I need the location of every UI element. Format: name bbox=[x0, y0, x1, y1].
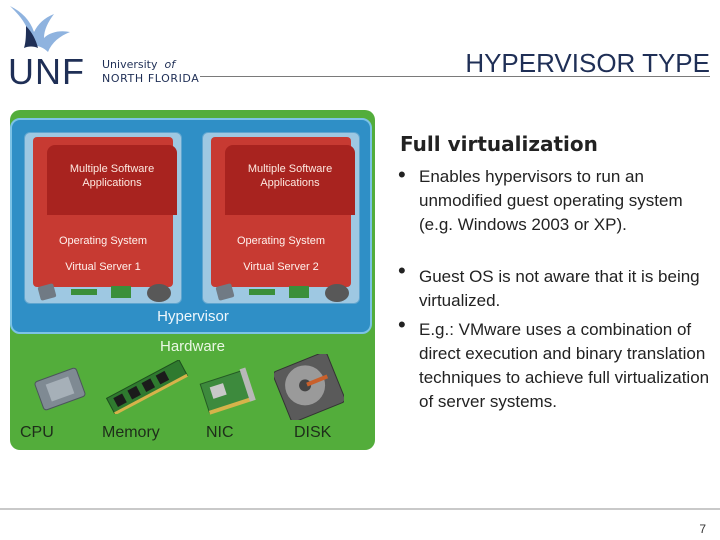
component-label-disk: DISK bbox=[294, 424, 332, 441]
component-label-memory: Memory bbox=[102, 424, 160, 441]
osprey-logo-icon bbox=[10, 6, 70, 52]
virtual-hardware-icons-2 bbox=[215, 283, 349, 302]
section-subheading: Full virtualization bbox=[400, 132, 598, 156]
component-label-nic: NIC bbox=[206, 424, 234, 441]
virtual-server-1-body: Multiple Software Applications bbox=[33, 137, 177, 287]
virtual-server-1-label: Virtual Server 1 bbox=[65, 261, 141, 273]
bullet-item: Enables hypervisors to run an unmodified… bbox=[419, 167, 683, 234]
disk-drive-icon bbox=[274, 354, 344, 420]
footer-divider bbox=[0, 508, 720, 510]
page-number: 7 bbox=[699, 522, 706, 536]
logo-line1: University bbox=[102, 58, 158, 71]
full-virtualization-diagram: Multiple Software Applications Operating… bbox=[10, 110, 375, 450]
logo-university-name: University of NORTH FLORIDA bbox=[102, 58, 199, 86]
hypervisor-layer: Multiple Software Applications Operating… bbox=[10, 118, 372, 334]
bullet-marker: • bbox=[398, 162, 406, 187]
virtual-server-2-label: Virtual Server 2 bbox=[243, 261, 319, 273]
virtual-server-1-os: Operating System bbox=[58, 235, 148, 247]
virtual-server-2-body: Multiple Software Applications bbox=[211, 137, 355, 287]
virtual-server-1-apps: Multiple Software Applications bbox=[47, 145, 177, 215]
virtual-server-1: Multiple Software Applications Operating… bbox=[24, 132, 182, 304]
hardware-label: Hardware bbox=[159, 338, 226, 355]
logo-line1-of: of bbox=[164, 58, 176, 71]
cpu-chip-icon bbox=[34, 367, 86, 411]
component-label-cpu: CPU bbox=[20, 424, 54, 441]
nic-card-icon bbox=[199, 367, 256, 415]
virtual-hardware-icons-1 bbox=[37, 283, 171, 302]
slide-title: HYPERVISOR TYPE bbox=[465, 48, 710, 78]
bullet-item: Guest OS is not aware that it is being v… bbox=[419, 267, 700, 310]
logo-line2: NORTH FLORIDA bbox=[102, 72, 200, 85]
bullet-item: E.g.: VMware uses a combination of direc… bbox=[419, 320, 710, 411]
virtual-server-1-apps-label: Multiple Software Applications bbox=[69, 163, 155, 189]
memory-module-icon bbox=[105, 360, 189, 414]
bullet-marker: • bbox=[398, 258, 406, 283]
logo-wordmark: UNF bbox=[8, 51, 85, 92]
hypervisor-label: Hypervisor bbox=[157, 308, 229, 325]
virtual-server-2: Multiple Software Applications Operating… bbox=[202, 132, 360, 304]
virtual-server-2-os: Operating System bbox=[236, 235, 326, 247]
bullet-marker: • bbox=[398, 312, 406, 337]
virtual-server-2-apps-label: Multiple Software Applications bbox=[247, 163, 333, 189]
header-divider bbox=[200, 76, 710, 77]
virtual-server-2-apps: Multiple Software Applications bbox=[225, 145, 355, 215]
